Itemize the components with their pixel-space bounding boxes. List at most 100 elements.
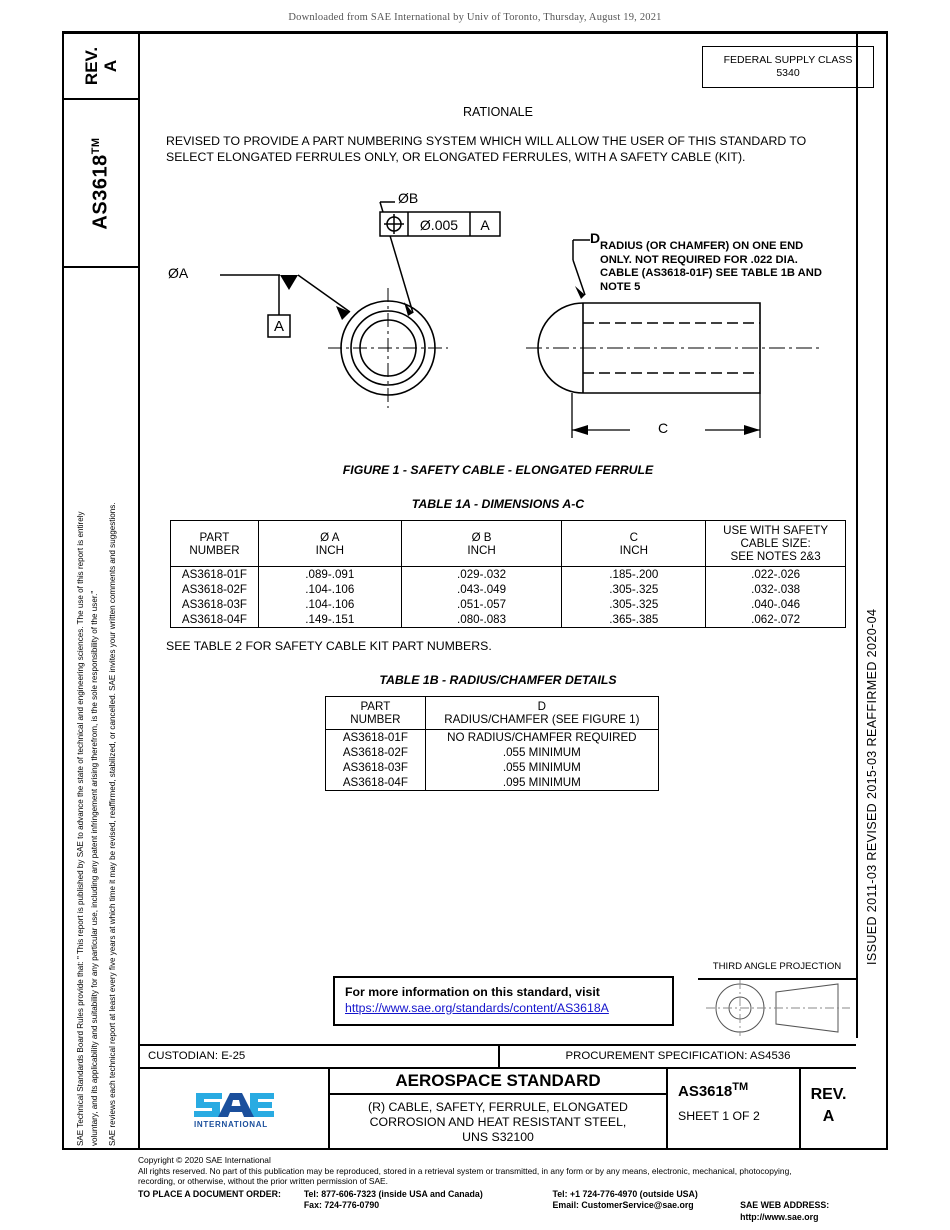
drawing-svg: A Ø.005 A xyxy=(220,201,820,438)
sidebar-rev-text: REV. A xyxy=(82,47,120,85)
federal-supply-class-value: 5340 xyxy=(776,67,800,79)
dia-a-arrowhead xyxy=(336,306,350,320)
table-cell: .104-.106 xyxy=(257,597,402,612)
fcf-tolerance-text: Ø.005 xyxy=(420,217,458,233)
table-cell: .055 MINIMUM xyxy=(424,745,660,760)
sidebar-rev-value: A xyxy=(101,59,120,73)
d-arrowhead xyxy=(575,286,585,299)
revision-label: REV. xyxy=(810,1086,847,1103)
dia-b-arrowhead xyxy=(404,302,413,316)
table-cell: .305-.325 xyxy=(561,582,707,597)
table-cell: .055 MINIMUM xyxy=(424,760,660,775)
order-label: TO PLACE A DOCUMENT ORDER: xyxy=(138,1188,281,1199)
fcf-datum-text: A xyxy=(480,217,490,233)
table-cell: AS3618-04F xyxy=(325,775,426,791)
footer: Copyright © 2020 SAE International All r… xyxy=(138,1155,898,1223)
table-row: AS3618-03F.055 MINIMUM xyxy=(325,760,660,775)
table-cell: .185-.200 xyxy=(561,566,707,582)
table-cell: .051-.057 xyxy=(400,597,563,612)
description-line-3: UNS S32100 xyxy=(462,1130,534,1144)
trademark-icon: TM xyxy=(732,1081,749,1093)
more-information-label: For more information on this standard, v… xyxy=(345,985,600,999)
third-angle-divider xyxy=(698,978,856,980)
document-number-cell: AS3618TM SHEET 1 OF 2 xyxy=(668,1069,801,1150)
table-cell: NO RADIUS/CHAMFER REQUIRED xyxy=(424,729,660,745)
centerlines xyxy=(328,288,448,408)
rationale-title: RATIONALE xyxy=(463,105,533,119)
ferrule-mid-circle xyxy=(350,310,426,386)
feature-control-frame: Ø.005 A xyxy=(379,211,501,237)
radius-chamfer-note: RADIUS (OR CHAMFER) ON ONE END ONLY. NOT… xyxy=(600,240,822,293)
engineering-drawing: A Ø.005 A xyxy=(150,190,850,460)
label-c: C xyxy=(658,420,669,436)
table-row: AS3618-01F.089-.091.029-.032.185-.200.02… xyxy=(170,566,846,582)
fax-number: Fax: 724-776-0790 xyxy=(303,1200,380,1211)
revision-value: A xyxy=(822,1108,835,1125)
document-number-text: AS3618 xyxy=(678,1083,733,1100)
table-cell: .032-.038 xyxy=(705,582,846,597)
sheet-number: SHEET 1 OF 2 xyxy=(678,1109,760,1123)
d-leader xyxy=(572,239,590,296)
table-cell: .022-.026 xyxy=(705,566,846,582)
table-cell: AS3618-02F xyxy=(325,745,426,760)
table-cell: .080-.083 xyxy=(400,612,563,628)
table-row: AS3618-04F.095 MINIMUM xyxy=(325,775,660,791)
third-angle-projection-box: THIRD ANGLE PROJECTION xyxy=(698,957,856,1038)
ferrule-bore-hidden-lines xyxy=(583,322,760,374)
standard-type: AEROSPACE STANDARD xyxy=(330,1069,666,1095)
c-arrow-left xyxy=(572,425,588,435)
c-arrow-right xyxy=(744,425,760,435)
order-web-col: SAE WEB ADDRESS: http://www.sae.org xyxy=(740,1189,898,1223)
legal-line-1: SAE Technical Standards Board Rules prov… xyxy=(76,511,85,1146)
table-cell: .062-.072 xyxy=(705,612,846,628)
sidebar-docnumber-value: AS3618 xyxy=(89,153,112,230)
download-banner: Downloaded from SAE International by Uni… xyxy=(288,12,662,23)
legal-line-2: voluntary, and its applicability and sui… xyxy=(90,590,99,1146)
table-row: AS3618-03F.104-.106.051-.057.305-.325.04… xyxy=(170,597,846,612)
table-1b-caption: TABLE 1B - RADIUS/CHAMFER DETAILS xyxy=(379,673,617,687)
rationale-body: REVISED TO PROVIDE A PART NUMBERING SYST… xyxy=(166,134,807,164)
table-row: AS3618-04F.149-.151.080-.083.365-.385.06… xyxy=(170,612,846,628)
see-table-2-note: SEE TABLE 2 FOR SAFETY CABLE KIT PART NU… xyxy=(166,639,492,653)
sae-logo-icon: INTERNATIONAL xyxy=(192,1087,276,1133)
dia-a-leader xyxy=(220,274,351,315)
table-cell: AS3618-01F xyxy=(170,566,259,582)
logo-cell: INTERNATIONAL xyxy=(140,1069,330,1150)
sidebar-rev-box: REV. A xyxy=(64,34,138,100)
table-cell: AS3618-04F xyxy=(170,612,259,628)
sidebar-rev-label: REV. xyxy=(82,46,101,86)
table-cell: .095 MINIMUM xyxy=(424,775,660,791)
standard-link[interactable]: https://www.sae.org/standards/content/AS… xyxy=(345,1001,609,1015)
table-cell: .305-.325 xyxy=(561,597,707,612)
table-cell: .029-.032 xyxy=(400,566,563,582)
third-angle-symbol-icon xyxy=(706,980,850,1036)
table-cell: .089-.091 xyxy=(257,566,402,582)
order-info-grid: TO PLACE A DOCUMENT ORDER: Tel: 877-606-… xyxy=(138,1189,898,1223)
table-1a-body: AS3618-01F.089-.091.029-.032.185-.200.02… xyxy=(170,566,846,628)
sae-logo-subtitle: INTERNATIONAL xyxy=(194,1119,268,1129)
sidebar-docnumber-box: AS3618TM xyxy=(64,100,138,268)
banner-divider xyxy=(62,31,888,32)
figure-1-caption: FIGURE 1 - SAFETY CABLE - ELONGATED FERR… xyxy=(342,463,654,477)
rights-line-2: recording, or otherwise, without the pri… xyxy=(138,1176,388,1187)
datum-a-box xyxy=(267,314,291,338)
procurement-spec-label: PROCUREMENT SPECIFICATION: AS4536 xyxy=(565,1050,791,1062)
more-information-box: For more information on this standard, v… xyxy=(333,976,674,1026)
drawing-frame xyxy=(62,32,888,1150)
legal-notice-block: SAE Technical Standards Board Rules prov… xyxy=(64,270,138,1150)
table-cell: AS3618-03F xyxy=(170,597,259,612)
custodian-row: CUSTODIAN: E-25 PROCUREMENT SPECIFICATIO… xyxy=(140,1044,856,1069)
custodian-label: CUSTODIAN: E-25 xyxy=(140,1046,500,1067)
